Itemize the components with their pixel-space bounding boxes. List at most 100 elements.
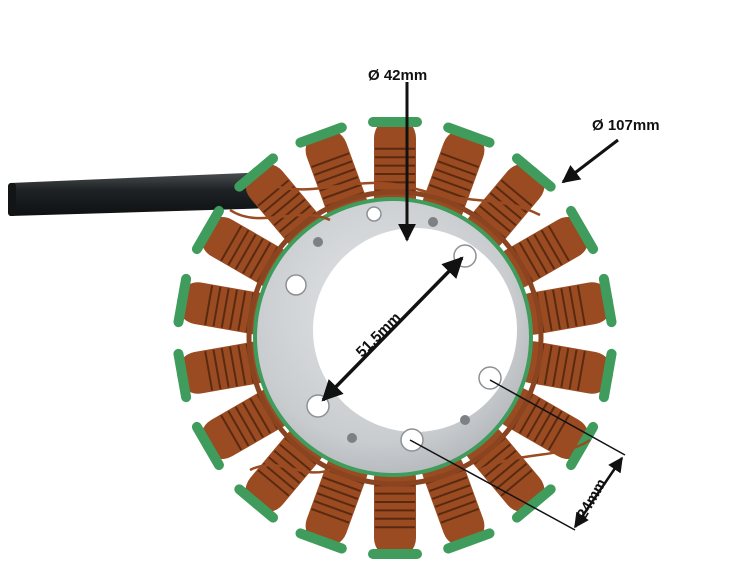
coil-end-cap xyxy=(173,273,192,328)
coil-winding xyxy=(540,410,563,447)
coil-winding xyxy=(316,492,356,508)
coil-winding xyxy=(319,484,359,500)
coil-winding xyxy=(479,205,511,233)
coil-winding xyxy=(500,179,533,207)
mounting-hole xyxy=(285,274,307,296)
coil-winding xyxy=(543,291,553,331)
coil-winding xyxy=(489,192,522,220)
coil-winding xyxy=(526,402,548,438)
outer-diameter-dimension: Ø 107mm xyxy=(561,117,660,184)
coil-winding xyxy=(495,462,528,491)
coil-winding xyxy=(547,225,570,262)
coil-winding xyxy=(273,198,306,226)
coil xyxy=(511,341,617,403)
coil-end-cap xyxy=(234,484,279,523)
coil-winding xyxy=(237,345,247,385)
coil-winding xyxy=(431,176,471,192)
coil-winding xyxy=(311,152,350,168)
coil-winding xyxy=(560,288,570,328)
coil xyxy=(191,387,295,471)
coil-winding xyxy=(279,205,311,233)
coil-winding xyxy=(204,285,214,326)
screw-head xyxy=(428,217,438,227)
coil xyxy=(368,457,422,559)
coil-winding xyxy=(552,289,561,330)
coil-winding xyxy=(437,160,476,176)
coil-winding xyxy=(227,410,250,447)
coil-winding xyxy=(518,397,541,434)
coil-winding xyxy=(242,238,264,274)
coil-end-cap xyxy=(598,273,617,328)
coil-end-cap xyxy=(511,484,556,523)
winding-wire-ring xyxy=(246,189,544,487)
coil-winding xyxy=(242,402,264,438)
coil-winding xyxy=(540,229,563,266)
coil-end-cap xyxy=(598,348,617,403)
coil-end-cap xyxy=(443,528,495,554)
coil-winding xyxy=(518,242,541,279)
screw-head xyxy=(460,415,470,425)
coil-winding xyxy=(229,346,238,387)
coil-end-cap xyxy=(295,528,347,554)
coil xyxy=(495,205,599,289)
coil xyxy=(511,273,617,335)
coil-winding xyxy=(434,492,474,508)
coil-winding xyxy=(234,233,257,270)
coil-winding xyxy=(440,508,479,524)
coil-winding xyxy=(440,152,479,168)
mounting-hole xyxy=(478,366,502,390)
coil-winding xyxy=(314,500,353,516)
coil-winding xyxy=(220,225,243,262)
coil-end-cap xyxy=(191,421,224,471)
inner-diameter-dimension: Ø 42mm xyxy=(368,67,427,242)
coil-winding xyxy=(249,242,272,279)
coil-winding xyxy=(322,184,361,200)
coil-winding xyxy=(434,168,474,184)
coil-winding xyxy=(262,185,295,214)
coil-winding xyxy=(437,500,476,516)
coil-winding xyxy=(212,286,222,327)
coil-winding xyxy=(484,198,517,226)
coil-winding xyxy=(568,286,578,327)
coil xyxy=(295,448,369,554)
coil xyxy=(421,448,495,554)
inner-diameter-label: Ø 42mm xyxy=(368,67,427,84)
coil-end-cap xyxy=(443,122,495,148)
coil xyxy=(463,424,556,523)
coil-winding xyxy=(533,406,556,443)
center-bore xyxy=(313,228,517,432)
coil-winding xyxy=(311,508,350,524)
coil-winding xyxy=(227,229,250,266)
coil-winding xyxy=(262,462,295,491)
coil-winding xyxy=(526,238,548,274)
coil-end-cap xyxy=(234,153,279,192)
mounting-hole xyxy=(366,206,382,222)
coil-winding xyxy=(429,184,468,200)
coil-winding xyxy=(204,350,214,391)
coil-winding xyxy=(500,469,533,497)
coil-winding xyxy=(552,346,561,387)
screw-head xyxy=(347,433,357,443)
coil-winding xyxy=(279,443,311,471)
coil-end-cap xyxy=(295,122,347,148)
coil-winding xyxy=(547,414,570,451)
coil-winding xyxy=(484,450,517,478)
coil-end-cap xyxy=(566,205,599,255)
coil-winding xyxy=(220,348,230,388)
coil-winding xyxy=(257,469,290,497)
cable xyxy=(10,172,275,216)
coil xyxy=(173,341,279,403)
coil-winding xyxy=(273,450,306,478)
coil-winding xyxy=(316,168,356,184)
coil-winding xyxy=(249,397,272,434)
coil-winding xyxy=(543,345,553,385)
coil xyxy=(295,122,369,228)
lead-wires xyxy=(229,181,591,474)
coil-winding xyxy=(568,349,578,390)
coil-winding xyxy=(314,160,353,176)
coil-winding xyxy=(268,456,301,484)
coil-winding xyxy=(220,414,243,451)
coil-winding xyxy=(429,476,468,492)
coil-winding xyxy=(479,443,511,471)
